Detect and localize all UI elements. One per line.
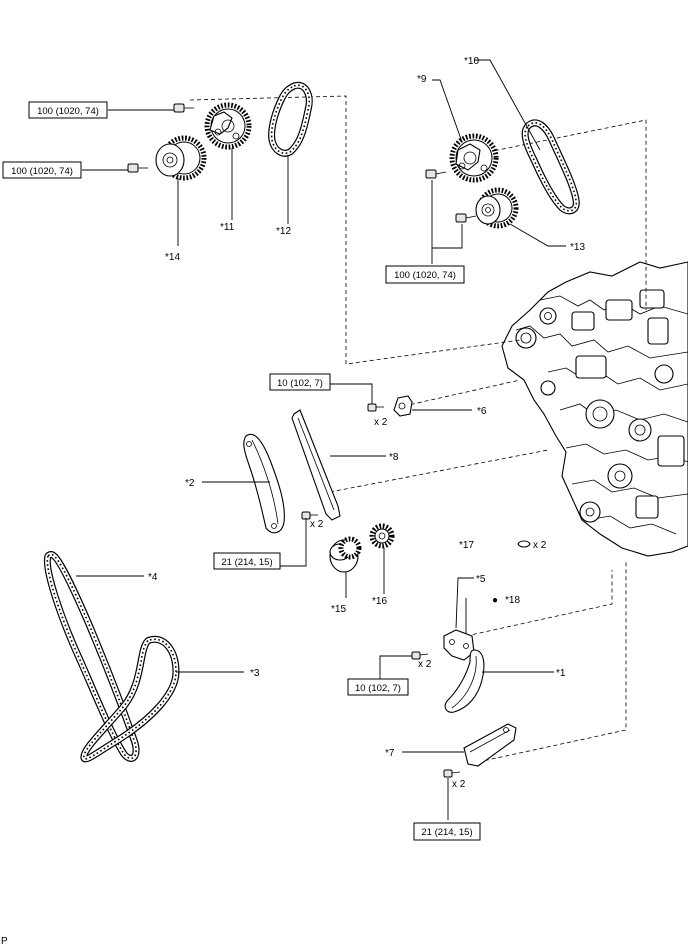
torque-spec-text: 21 (214, 15) [421,827,472,838]
torque-spec-5: 10 (102, 7) [347,678,409,696]
torque-spec-7: 21 (214, 15) [413,822,481,841]
chain-sub-assembly-10 [521,119,580,215]
part-label-14: *14 [165,252,180,263]
crankshaft-sprocket-16 [369,523,395,549]
part-label-9: *9 [417,74,427,85]
engine-block [501,261,688,557]
part-label-18: *18 [505,595,520,606]
part-label-2: *2 [185,478,195,489]
torque-spec-left-mid: 100 (1020, 74) [2,161,82,179]
crankshaft-sprocket-15 [329,536,362,573]
part-label-8: *8 [389,452,399,463]
camshaft-timing-gear-13 [475,187,519,229]
chain-vibration-damper-8 [291,409,341,521]
part-label-16: *16 [372,596,387,607]
torque-spec-text: 21 (214, 15) [221,557,272,568]
cam-bolt-left-mid [127,163,148,173]
quantity-8: x 2 [310,519,324,530]
quantity-7: x 2 [452,779,466,790]
part-label-15: *15 [331,604,346,615]
chain-sub-assembly-4 [43,551,140,762]
torque-spec-text: 10 (102, 7) [355,683,401,694]
torque-spec-left-top: 100 (1020, 74) [28,101,108,119]
non-reusable-mark: ● [492,595,498,606]
chain-slipper-2 [243,433,285,534]
cam-bolt-left-top [173,103,194,113]
part-label-6: *6 [477,406,487,417]
camshaft-timing-exhaust-gear-11 [204,102,252,150]
part-labels: *10 *9 *11 *12 *13 *14 *6 *8 *2 *17 *4 *… [148,56,585,759]
part-label-13: *13 [570,242,585,253]
torque-spec-text: 10 (102, 7) [277,378,323,389]
part-label-4: *4 [148,572,158,583]
torque-spec-8: 21 (214, 15) [213,552,281,570]
cam-bolt-right-top [425,169,447,179]
chain-tensioner-6 [393,395,413,417]
bolt-7 [443,769,461,778]
bolt-8 [301,511,318,520]
quantity-5: x 2 [418,659,432,670]
bolt-5 [411,651,429,660]
quantity-labels: x 2 x 2 x 2 x 2 x 2 [310,417,547,790]
torque-spec-text: 100 (1020, 74) [37,106,99,117]
part-label-11: *11 [220,222,235,233]
torque-spec-text: 100 (1020, 74) [394,270,456,281]
torque-spec-right: 100 (1020, 74) [385,265,465,284]
quantity-6: x 2 [374,417,388,428]
chain-guide-7 [463,723,517,767]
part-label-12: *12 [276,226,291,237]
quantity-17: x 2 [533,540,547,551]
part-label-7: *7 [385,748,395,759]
part-label-1: *1 [556,668,566,679]
part-label-3: *3 [250,668,260,679]
chain-tensioner-5 [443,629,475,661]
camshaft-timing-gear-14 [155,135,207,181]
torque-spec-6: 10 (102, 7) [269,373,331,391]
camshaft-timing-exhaust-gear-9 [449,133,499,183]
part-label-10: *10 [464,56,479,67]
cam-bolt-right-mid [455,213,477,223]
page-code: P [1,936,8,947]
chain-tensioner-slipper-1 [444,649,485,713]
bolt-6 [367,403,384,412]
torque-spec-text: 100 (1020, 74) [11,166,73,177]
part-label-17: *17 [459,540,474,551]
alignment-lines [189,95,647,763]
chain-sub-assembly-12 [268,81,313,157]
o-ring-17 [517,540,531,548]
leader-lines [76,59,566,820]
part-label-5: *5 [476,574,486,585]
chain-sub-assembly-3 [80,635,180,763]
